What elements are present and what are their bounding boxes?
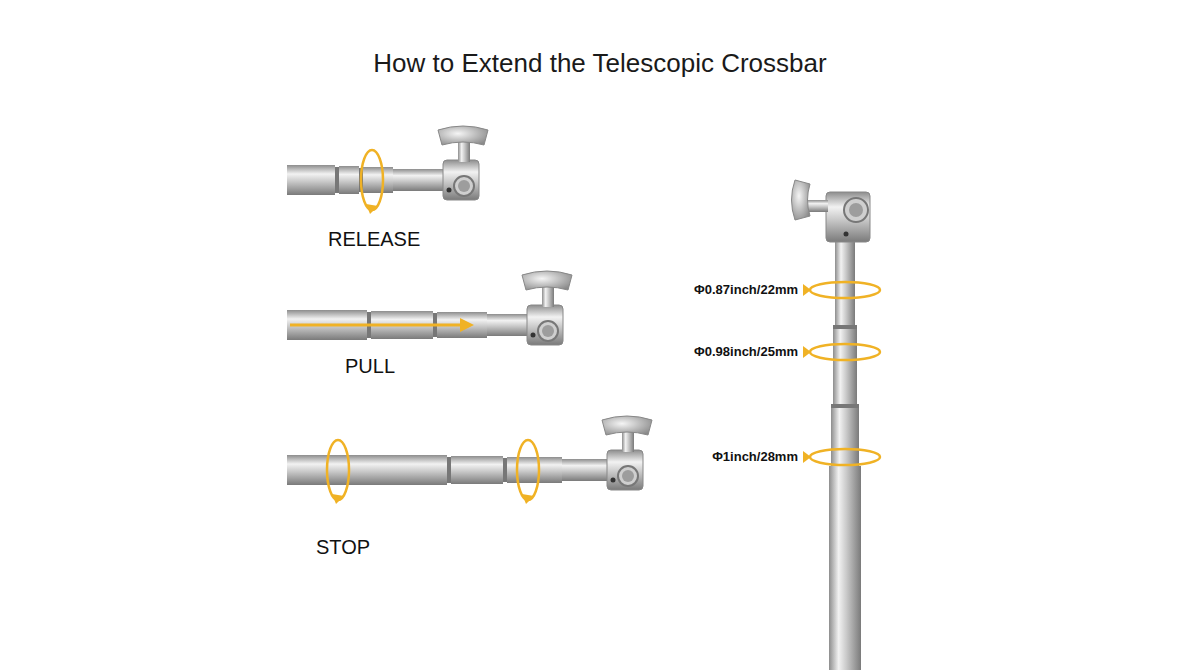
telescopic-rod xyxy=(339,166,359,194)
step-label: PULL xyxy=(345,355,395,378)
dimension-label: Φ0.98inch/25mm xyxy=(694,344,798,359)
telescopic-rod xyxy=(831,408,859,466)
diagram-title: How to Extend the Telescopic Crossbar xyxy=(0,48,1200,79)
pull-arrow xyxy=(290,318,474,332)
arrow-head xyxy=(522,494,534,504)
rotate-arrow xyxy=(517,440,539,500)
telescopic-rod xyxy=(542,325,554,337)
telescopic-rod xyxy=(522,271,572,290)
telescopic-rod xyxy=(447,457,451,483)
pull-arrow xyxy=(460,318,474,332)
rotate-arrow xyxy=(361,150,383,210)
diameter-ring xyxy=(810,449,880,465)
telescopic-rod xyxy=(363,167,393,193)
telescopic-rod xyxy=(833,329,857,404)
step-label: STOP xyxy=(316,536,370,559)
telescopic-rod xyxy=(562,459,607,481)
telescopic-rod xyxy=(454,176,474,196)
telescopic-rod xyxy=(287,271,572,345)
telescopic-rod xyxy=(531,333,536,338)
telescopic-rod xyxy=(443,160,479,200)
telescopic-rod xyxy=(503,458,507,482)
telescopic-rod xyxy=(287,165,335,195)
arrow-head xyxy=(332,494,344,504)
telescopic-rod xyxy=(844,198,868,222)
telescopic-rod xyxy=(808,200,828,212)
telescopic-rod xyxy=(458,140,470,162)
telescopic-rod xyxy=(849,203,863,217)
telescopic-rod xyxy=(542,285,554,307)
telescopic-rod xyxy=(527,305,563,345)
telescopic-rod xyxy=(447,188,452,193)
telescopic-rod xyxy=(611,478,616,483)
telescopic-rod xyxy=(602,416,652,435)
pointer-triangle xyxy=(803,451,811,463)
arrow-head xyxy=(366,204,378,214)
telescopic-rod xyxy=(622,430,634,452)
diameter-ring xyxy=(810,282,880,298)
telescopic-rod xyxy=(438,126,488,145)
telescopic-rod xyxy=(792,180,871,670)
telescopic-rod xyxy=(538,321,558,341)
telescopic-rod xyxy=(844,232,849,237)
telescopic-rod xyxy=(335,167,339,193)
telescopic-rod xyxy=(622,470,634,482)
step-label: RELEASE xyxy=(328,228,420,251)
diameter-ring xyxy=(810,282,880,465)
telescopic-rod xyxy=(829,466,861,670)
dimension-label: Φ1inch/28mm xyxy=(712,449,798,464)
diameter-ring xyxy=(810,344,880,360)
telescopic-rod xyxy=(287,455,447,485)
telescopic-rod xyxy=(287,126,488,200)
telescopic-rod xyxy=(287,416,652,490)
pointer-triangle xyxy=(803,284,811,463)
telescopic-rod xyxy=(831,404,859,408)
telescopic-rod xyxy=(451,456,503,484)
telescopic-rod xyxy=(487,314,527,336)
telescopic-rod xyxy=(393,169,443,191)
telescopic-rod xyxy=(507,457,562,483)
telescopic-rod xyxy=(826,192,870,242)
pointer-triangle xyxy=(803,346,811,358)
telescopic-rod xyxy=(833,325,857,329)
telescopic-rod xyxy=(607,450,643,490)
rotate-arrow xyxy=(361,150,383,210)
telescopic-rod xyxy=(792,180,811,220)
rotate-arrow xyxy=(327,440,539,500)
telescopic-rod xyxy=(618,466,638,486)
pull-arrow xyxy=(290,324,462,327)
rotate-arrow xyxy=(327,440,349,500)
telescopic-rod xyxy=(458,180,470,192)
dimension-label: Φ0.87inch/22mm xyxy=(694,282,798,297)
pointer-triangle xyxy=(803,284,811,296)
